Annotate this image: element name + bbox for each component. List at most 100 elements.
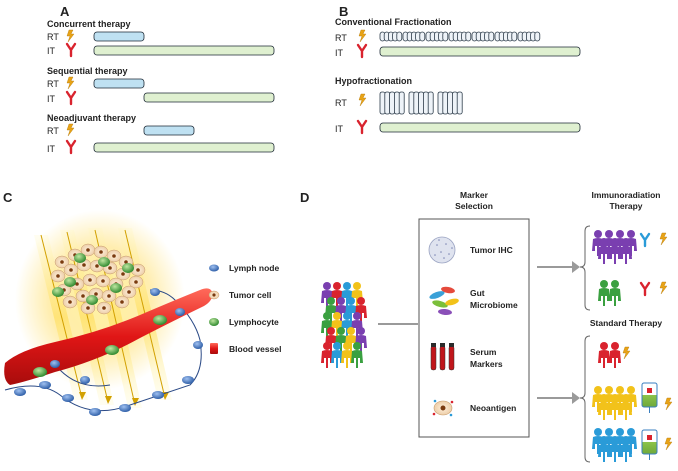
patient-population xyxy=(321,282,367,368)
hypofractionation-title: Hypofractionation xyxy=(335,76,412,86)
lymphocyte xyxy=(98,257,110,267)
radiation-bolt-icon xyxy=(66,76,75,90)
radiation-fraction xyxy=(398,91,405,115)
neoadjuvant-it-bar xyxy=(93,142,275,153)
marker-title-line2: Selection xyxy=(455,201,493,211)
tumor-cell xyxy=(106,249,122,263)
antibody-icon xyxy=(639,232,651,248)
marker-title-line1: Marker xyxy=(460,190,489,200)
lymphocyte xyxy=(64,277,76,287)
marker-tumor-ihc: Tumor IHC xyxy=(470,245,513,255)
radiation-fraction xyxy=(408,91,415,115)
lymphocyte xyxy=(110,283,122,293)
sequential-rt-bar xyxy=(93,78,145,89)
neoadjuvant-it-label: IT xyxy=(47,144,56,154)
neoadjuvant-rt-label: RT xyxy=(47,126,59,136)
legend-lymph-node: Lymph node xyxy=(229,263,279,273)
marker-serum: Serum xyxy=(470,347,497,357)
patient-figure xyxy=(609,280,621,306)
lymphocyte-swatch xyxy=(209,318,219,326)
tumor-cell xyxy=(101,289,117,303)
radiation-fraction xyxy=(422,91,429,115)
gut-microbiome-icon xyxy=(429,286,459,316)
radiation-fraction xyxy=(456,91,463,115)
marker-markers: Markers xyxy=(470,359,503,369)
radiation-bolt-icon xyxy=(622,346,631,360)
tumor-cell xyxy=(121,285,137,299)
panel-d-letter: D xyxy=(300,190,309,205)
patient-figure xyxy=(598,342,610,368)
marker-microbiome: Microbiome xyxy=(470,300,518,310)
hypo-fractions xyxy=(379,91,463,115)
sequential-rt-label: RT xyxy=(47,79,59,89)
radiation-fraction xyxy=(437,91,444,115)
antibody-icon xyxy=(65,90,77,106)
legend-lymphocyte: Lymphocyte xyxy=(229,317,279,327)
legend: Lymph node Tumor cell Lymphocyte Blood v… xyxy=(208,263,281,354)
standard-therapy-title: Standard Therapy xyxy=(590,318,663,328)
conventional-fractions xyxy=(379,31,541,42)
radiation-fraction xyxy=(488,31,495,42)
tumor-cell xyxy=(82,273,98,287)
immunoradiation-title-line1: Immunoradiation xyxy=(592,190,661,200)
tumor-cell xyxy=(80,301,96,315)
neoadjuvant-rt-bar xyxy=(143,125,195,136)
lymphocyte xyxy=(86,295,98,305)
sequential-it-bar xyxy=(143,92,275,103)
standard-brace xyxy=(579,335,591,463)
radiation-bolt-icon xyxy=(66,123,75,137)
radiation-fraction xyxy=(384,91,391,115)
sequential-it-label: IT xyxy=(47,94,56,104)
neoantigen-icon xyxy=(432,399,454,417)
legend-blood-vessel: Blood vessel xyxy=(229,344,281,354)
iv-bag-icon xyxy=(641,429,658,460)
radiation-bolt-icon xyxy=(659,232,668,246)
radiation-bolt-icon xyxy=(358,29,367,43)
conventional-it-bar xyxy=(379,46,581,57)
panel-a: A Concurrent therapy RT IT Sequential th… xyxy=(47,4,275,155)
radiation-fraction xyxy=(418,91,425,115)
concurrent-rt-bar xyxy=(93,31,145,42)
conventional-rt-label: RT xyxy=(335,33,347,43)
panel-c: C xyxy=(3,190,281,416)
lymph-nodes xyxy=(14,288,203,416)
antibody-icon xyxy=(65,139,77,155)
radiation-bolt-icon xyxy=(664,437,673,451)
tumor-cell xyxy=(95,274,111,288)
panel-c-letter: C xyxy=(3,190,13,205)
panel-b: B Conventional Fractionation RT IT Hypof… xyxy=(335,4,581,135)
radiation-fraction xyxy=(413,91,420,115)
serum-tubes-icon xyxy=(430,343,455,371)
tumor-mass xyxy=(50,243,146,315)
radiation-fraction xyxy=(419,31,426,42)
radiation-bolt-icon xyxy=(358,93,367,107)
tumor-cell xyxy=(96,301,112,315)
concurrent-it-bar xyxy=(93,45,275,56)
antibody-icon xyxy=(356,119,368,135)
legend-tumor-cell: Tumor cell xyxy=(229,290,271,300)
tumor-cell xyxy=(62,295,78,309)
radiation-fraction xyxy=(427,91,434,115)
hypo-it-bar xyxy=(379,122,581,133)
lymphatic-vessel xyxy=(4,289,202,412)
lymphocytes xyxy=(33,315,167,377)
conventional-fractionation-title: Conventional Fractionation xyxy=(335,17,452,27)
radiation-fraction xyxy=(396,31,403,42)
immunoradiation-title-line2: Therapy xyxy=(609,201,642,211)
radiation-fraction xyxy=(511,31,518,42)
tumor-cell xyxy=(54,255,70,269)
antibody-icon xyxy=(639,281,651,297)
neoadjuvant-therapy-title: Neoadjuvant therapy xyxy=(47,113,136,123)
concurrent-rt-label: RT xyxy=(47,32,59,42)
sequential-therapy-title: Sequential therapy xyxy=(47,66,128,76)
concurrent-it-label: IT xyxy=(47,46,56,56)
marker-gut: Gut xyxy=(470,288,485,298)
panel-b-letter: B xyxy=(339,4,348,19)
lymph-node-swatch xyxy=(209,264,219,272)
radiation-fraction xyxy=(389,91,396,115)
radiation-fraction xyxy=(442,91,449,115)
tumor-cell xyxy=(128,275,144,289)
tumor-cell xyxy=(50,269,66,283)
conventional-it-label: IT xyxy=(335,48,344,58)
